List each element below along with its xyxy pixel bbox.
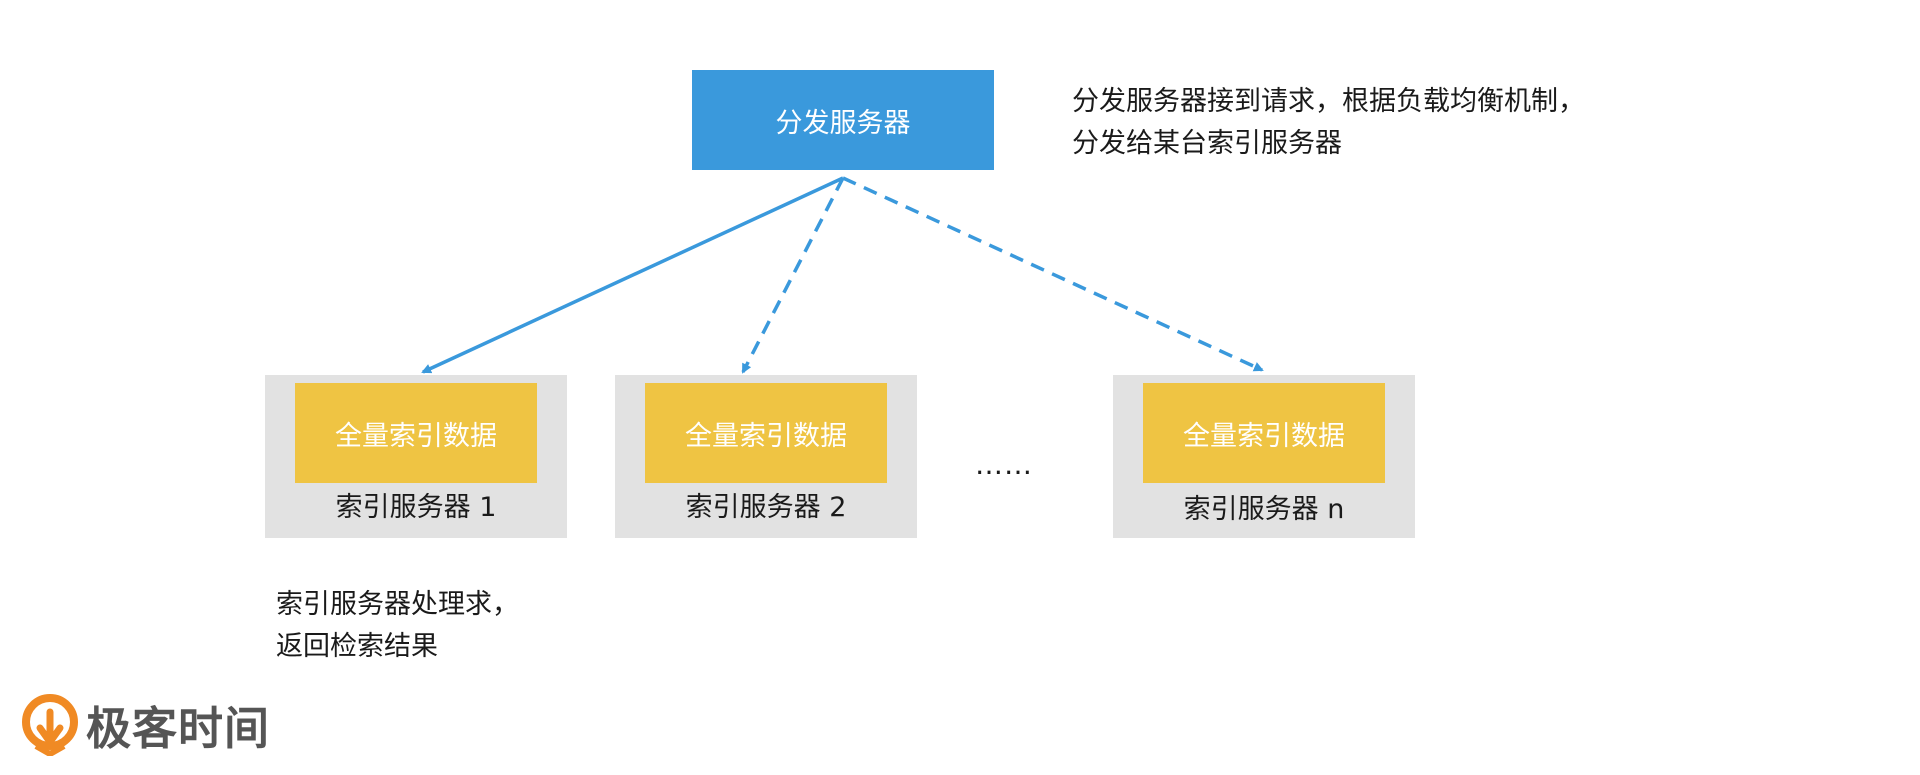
result-note-line-2: 返回检索结果 — [276, 631, 438, 662]
arrow-to-server-n — [842, 176, 1264, 372]
ellipsis: …… — [975, 448, 1033, 481]
index-data-box: 全量索引数据 — [295, 383, 537, 483]
index-server-name: 索引服务器 2 — [685, 492, 847, 523]
index-data-box: 全量索引数据 — [1143, 383, 1385, 483]
result-note: 索引服务器处理求， 返回检索结果 — [276, 584, 519, 668]
arrow-to-server-1 — [421, 176, 844, 374]
index-data-label: 全量索引数据 — [335, 420, 497, 452]
arrow-to-server-2 — [741, 177, 845, 374]
brand-name: 极客时间 — [86, 702, 271, 755]
index-server-n: 全量索引数据 索引服务器 n — [1113, 375, 1415, 538]
result-note-line-1: 索引服务器处理求， — [276, 589, 519, 620]
dispatch-server-box: 分发服务器 — [692, 70, 994, 170]
dispatch-note: 分发服务器接到请求，根据负载均衡机制， 分发给某台索引服务器 — [1072, 81, 1585, 165]
index-data-label: 全量索引数据 — [685, 420, 847, 452]
index-server-1: 全量索引数据 索引服务器 1 — [265, 375, 567, 538]
brand-logo: 极客时间 — [22, 692, 270, 757]
dispatch-note-line-2: 分发给某台索引服务器 — [1072, 128, 1342, 159]
dispatch-server-label: 分发服务器 — [775, 107, 911, 139]
index-server-2: 全量索引数据 索引服务器 2 — [615, 375, 917, 538]
brand-mark-icon — [22, 693, 78, 756]
index-server-name: 索引服务器 n — [1183, 494, 1345, 525]
index-server-name: 索引服务器 1 — [335, 492, 497, 523]
index-data-label: 全量索引数据 — [1183, 420, 1345, 452]
dispatch-note-line-1: 分发服务器接到请求，根据负载均衡机制， — [1072, 86, 1585, 117]
index-data-box: 全量索引数据 — [645, 383, 887, 483]
